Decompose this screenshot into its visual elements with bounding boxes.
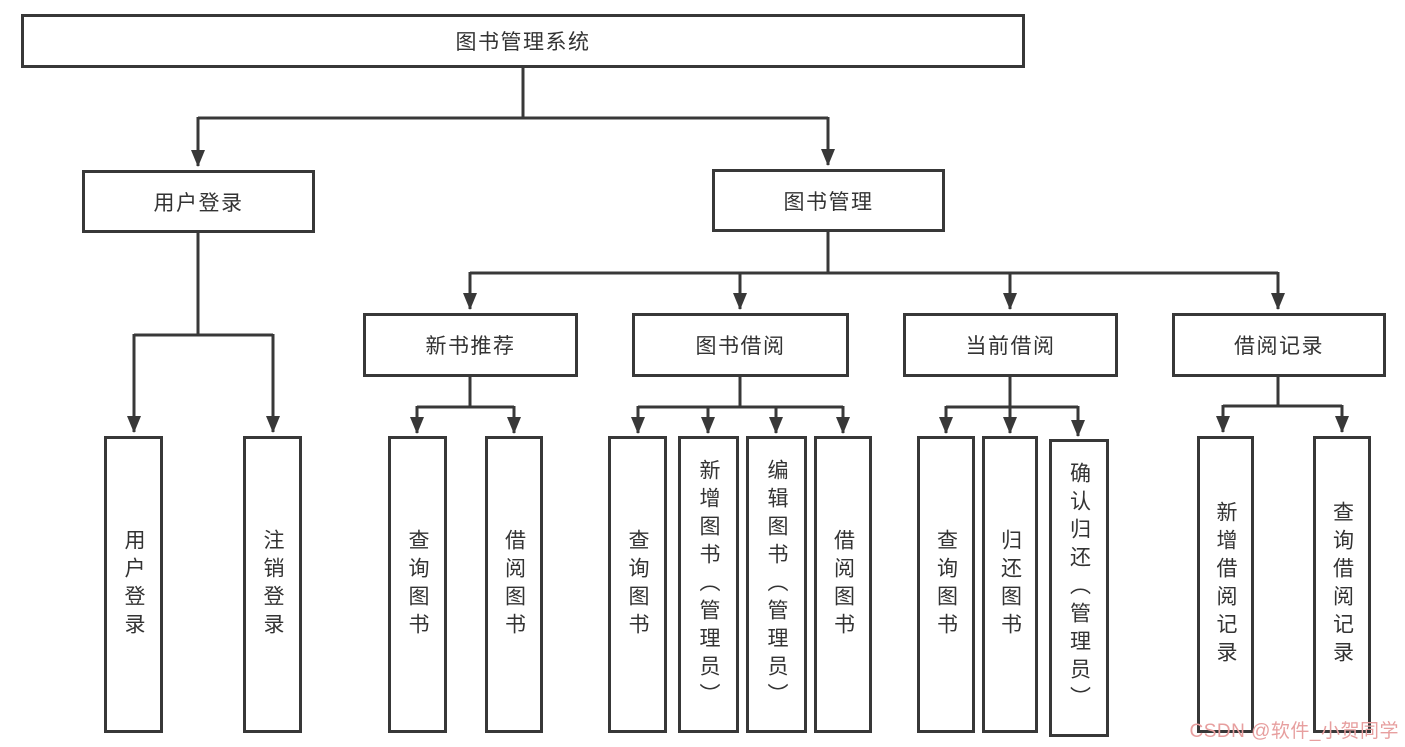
leaf-borrow-books-recommend: 借阅图书	[485, 436, 543, 733]
rail-book-borrowing	[638, 377, 843, 409]
leaf-return-books: 归还图书	[982, 436, 1038, 733]
leaf-edit-books-admin: 编辑图书（管理员）	[746, 436, 807, 733]
leaf-query-books-borrowing: 查询图书	[608, 436, 667, 733]
leaf-logout: 注销登录	[243, 436, 302, 733]
leaf-add-borrow-record: 新增借阅记录	[1197, 436, 1254, 733]
leaf-query-books-recommend: 查询图书	[388, 436, 447, 733]
node-new-book-recommendation: 新书推荐	[363, 313, 578, 377]
rail-user-login	[134, 233, 273, 337]
node-borrowing-records: 借阅记录	[1172, 313, 1386, 377]
node-book-management: 图书管理	[712, 169, 945, 232]
rail-book-management	[470, 232, 1278, 275]
node-user-login: 用户登录	[82, 170, 315, 233]
rail-current-borrowing	[946, 377, 1078, 409]
leaf-query-books-current: 查询图书	[917, 436, 975, 733]
leaf-user-login: 用户登录	[104, 436, 163, 733]
node-library-management-system: 图书管理系统	[21, 14, 1025, 68]
rail-root	[198, 68, 828, 120]
leaf-confirm-return-admin: 确认归还（管理员）	[1049, 439, 1109, 737]
rail-new-book	[417, 377, 514, 409]
leaf-query-borrow-record: 查询借阅记录	[1313, 436, 1371, 733]
node-book-borrowing: 图书借阅	[632, 313, 849, 377]
leaf-add-books-admin: 新增图书（管理员）	[678, 436, 739, 733]
leaf-borrow-books: 借阅图书	[814, 436, 872, 733]
csdn-watermark: CSDN @软件_小贺同学	[1189, 721, 1399, 742]
rail-borrow-records	[1223, 377, 1342, 408]
node-current-borrowing: 当前借阅	[903, 313, 1118, 377]
